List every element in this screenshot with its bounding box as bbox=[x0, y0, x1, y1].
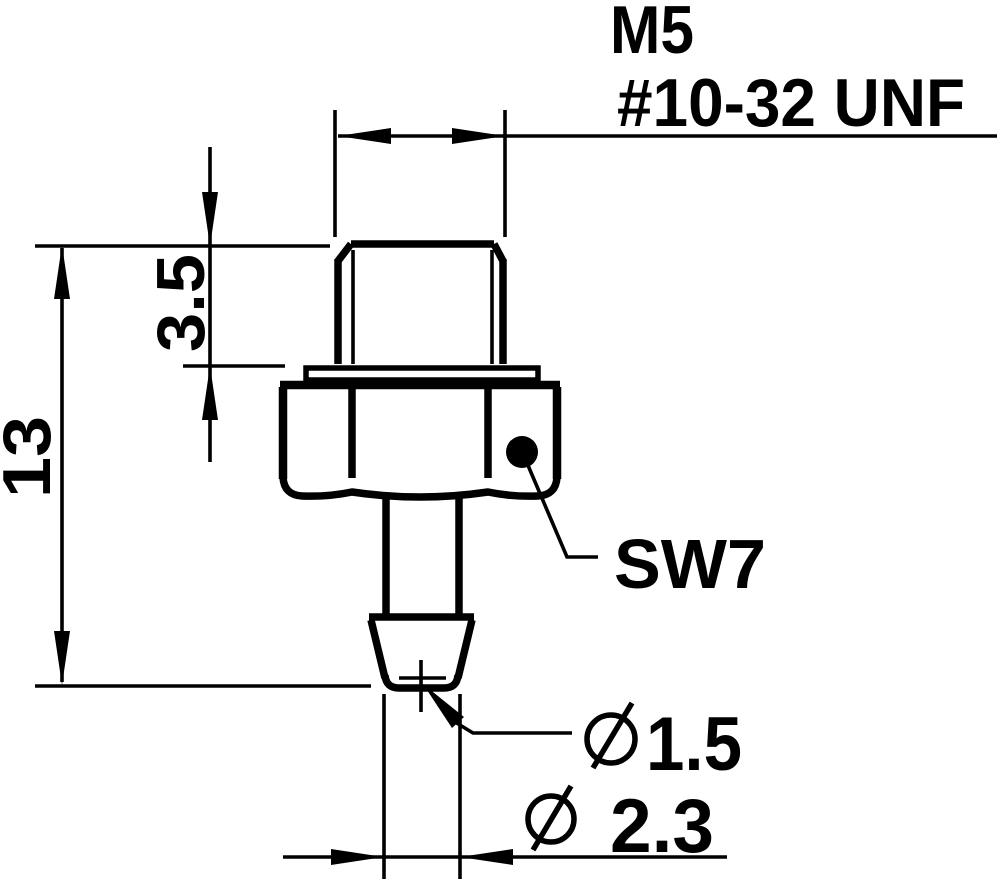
label-thread-unf: #10-32 UNF bbox=[617, 65, 965, 141]
arrowhead-down bbox=[54, 631, 70, 685]
threaded-stud bbox=[334, 240, 507, 364]
tip-center-mark bbox=[399, 660, 446, 712]
hex-nut bbox=[278, 380, 562, 501]
dimension-overall-length: 13 bbox=[0, 244, 371, 688]
diameter-icon bbox=[584, 701, 638, 770]
leader-line bbox=[525, 462, 598, 559]
nut-bottom-edge bbox=[279, 476, 561, 501]
leader-wrench-size: SW7 bbox=[525, 462, 766, 603]
barb-right-edge bbox=[454, 619, 476, 679]
arrowhead-up bbox=[202, 366, 218, 420]
arrowhead-right bbox=[331, 849, 384, 865]
stud-chamfer-left bbox=[335, 241, 354, 264]
arrowhead-right bbox=[452, 128, 505, 144]
arrowhead-down bbox=[202, 192, 218, 246]
fitting-body bbox=[278, 240, 562, 712]
label-wrench-size: SW7 bbox=[614, 525, 766, 603]
arrowhead-left bbox=[338, 128, 391, 144]
label-thread-metric: M5 bbox=[610, 0, 694, 68]
barb-left-edge bbox=[367, 619, 389, 679]
diameter-icon bbox=[525, 784, 577, 852]
label-overall-length: 13 bbox=[0, 416, 65, 498]
label-thread-length: 3.5 bbox=[143, 254, 219, 352]
stud-chamfer-right bbox=[490, 242, 507, 263]
dimension-tip-outer: 2.3 bbox=[283, 694, 727, 879]
dimension-thread-width: M5 #10-32 UNF bbox=[333, 0, 997, 237]
label-tip-outer-value: 2.3 bbox=[610, 784, 714, 869]
leader-arrowhead bbox=[423, 684, 464, 728]
arrowhead-up bbox=[54, 245, 70, 299]
wrench-flat-marker-dot bbox=[506, 436, 538, 468]
arrowhead-left bbox=[460, 849, 513, 865]
leader-tip-bore: 1.5 bbox=[423, 684, 742, 787]
leader-line bbox=[454, 720, 572, 735]
stem bbox=[382, 496, 463, 617]
label-tip-bore-value: 1.5 bbox=[646, 702, 742, 787]
washer bbox=[303, 365, 541, 383]
dimension-thread-length: 3.5 bbox=[143, 147, 285, 462]
